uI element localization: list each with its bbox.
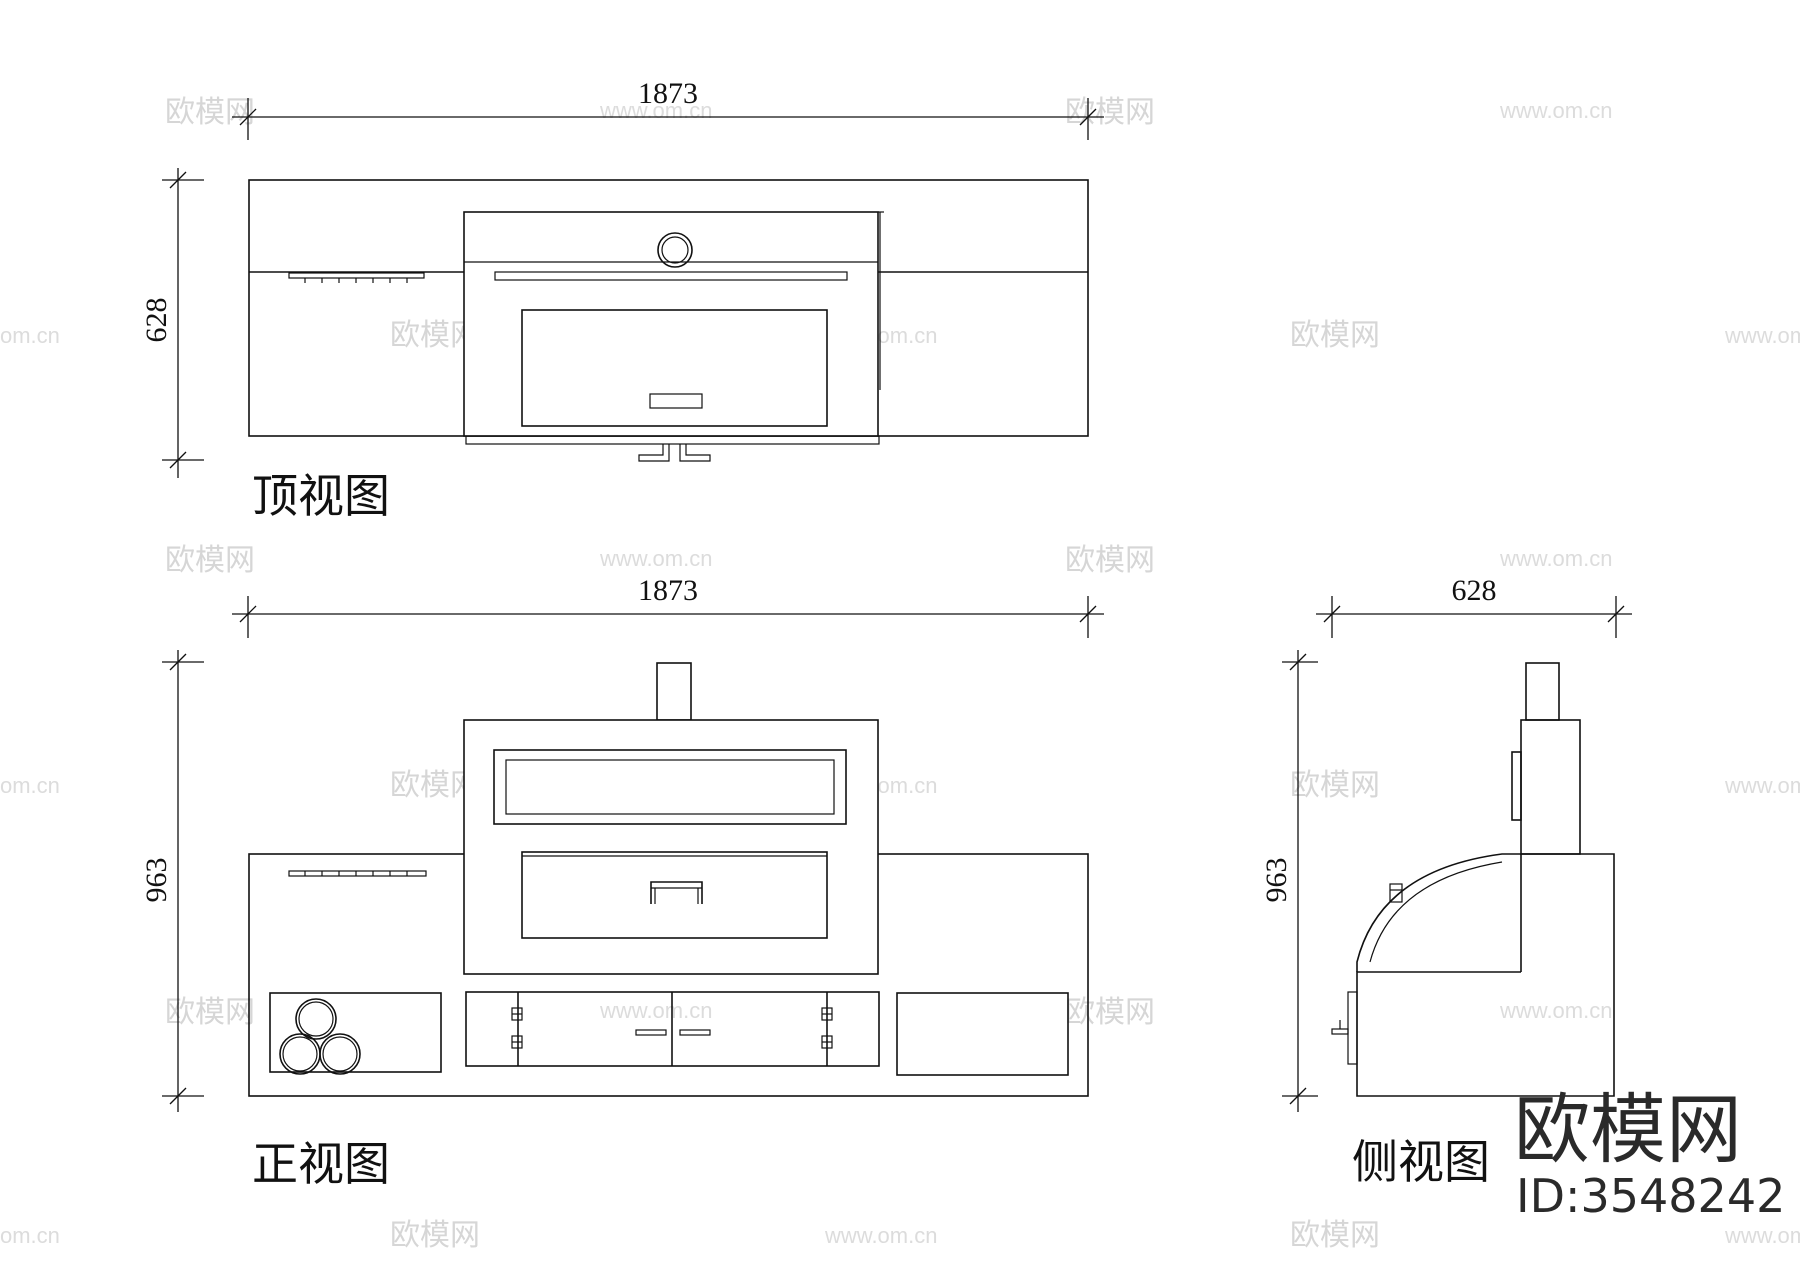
side-view-counter-outline: [1356, 853, 1615, 1097]
front-view-oven-window: [505, 759, 835, 815]
watermark-url: www.om.cn: [599, 546, 712, 571]
top-view-door-handle: [649, 393, 703, 409]
watermark-url: www.om.cn: [1499, 546, 1612, 571]
front-view-width-label: 1873: [638, 574, 698, 607]
front-view-label: 正视图: [252, 1137, 390, 1191]
front-view-cabinet-handle-right: [679, 1029, 711, 1036]
front-view-rail-hooks: [304, 871, 408, 876]
side-view-oven-dome: [1356, 853, 1521, 972]
front-view-utensil-rail: [288, 870, 427, 877]
side-view-vent: [1511, 751, 1522, 821]
top-view-oven-lip: [494, 271, 848, 281]
front-view-log-icon: [319, 1033, 361, 1075]
side-view: 628 963 侧视图: [1260, 574, 1632, 1189]
front-view-cabinet-handle-left: [635, 1029, 667, 1036]
top-view-depth-dimension: 628: [140, 168, 204, 478]
side-view-door-handle: [1331, 1028, 1349, 1035]
front-view-width-dimension: 1873: [232, 574, 1104, 638]
front-view-height-label: 963: [140, 858, 173, 903]
side-view-height-label: 963: [1260, 858, 1293, 903]
side-view-chimney: [1525, 662, 1560, 721]
side-view-thermometer: [1389, 883, 1403, 903]
watermark-cn: 欧模网: [1290, 769, 1380, 802]
front-view-right-cabinet: [896, 992, 1069, 1076]
top-view-rail-hooks: [304, 278, 408, 283]
watermark-url: www.om: [1724, 1223, 1800, 1248]
brand-name: 欧模网: [1514, 1085, 1742, 1174]
side-view-rear-column: [1520, 719, 1581, 855]
top-view-ash-tray: [465, 435, 880, 445]
side-view-label: 侧视图: [1352, 1135, 1490, 1189]
front-view-oven-body: [463, 719, 879, 975]
watermark-cn: 欧模网: [1290, 1219, 1380, 1252]
front-view-height-dimension: 963: [140, 650, 204, 1112]
watermark-cn: 欧模网: [390, 1219, 480, 1252]
front-view-oven-window-frame: [493, 749, 847, 825]
side-view-door-edge: [1347, 991, 1358, 1065]
watermark-url: www.om.cn: [1499, 998, 1612, 1023]
watermark-cn: 欧模网: [1065, 96, 1155, 129]
watermark-cn: 欧模网: [165, 544, 255, 577]
front-view-log-storage: [269, 992, 442, 1073]
watermark-layer: 欧模网 www.om.cn 欧模网 www.om.cn om.cn 欧模网 ww…: [0, 96, 1800, 1252]
top-view-width-dimension: 1873: [232, 77, 1104, 140]
side-view-width-dimension: 628: [1316, 574, 1632, 638]
front-view-oven-door: [521, 851, 828, 939]
side-view-width-label: 628: [1452, 574, 1497, 607]
top-view-utensil-rail: [288, 272, 425, 279]
brand-id: ID:3548242: [1516, 1169, 1785, 1223]
watermark-url: om.cn: [0, 323, 60, 348]
front-view-hinges: [511, 1007, 833, 1049]
top-view-oven-door: [521, 309, 828, 427]
watermark-cn: 欧模网: [1065, 996, 1155, 1029]
watermark-url: www.om: [1724, 323, 1800, 348]
top-view-width-label: 1873: [638, 77, 698, 110]
top-view-left-foot: [638, 444, 670, 462]
front-view: 1873 963: [140, 574, 1104, 1191]
top-view-chimney-icon: [657, 232, 693, 268]
front-view-door-handle: [650, 881, 703, 904]
watermark-cn: 欧模网: [165, 996, 255, 1029]
top-view-right-foot: [679, 444, 711, 462]
watermark-url: www.om.cn: [599, 998, 712, 1023]
front-view-log-icon: [279, 1033, 321, 1075]
side-view-height-dimension: 963: [1260, 650, 1318, 1112]
watermark-cn: 欧模网: [1065, 544, 1155, 577]
watermark-url: om.cn: [0, 773, 60, 798]
watermark-url: www.om: [1724, 773, 1800, 798]
top-view: 1873 628: [140, 77, 1104, 523]
watermark-cn: 欧模网: [1290, 319, 1380, 352]
top-view-label: 顶视图: [252, 469, 390, 523]
watermark-url: www.om.cn: [599, 98, 712, 123]
watermark-url: www.om.cn: [824, 1223, 937, 1248]
watermark-cn: 欧模网: [165, 96, 255, 129]
top-view-depth-label: 628: [140, 298, 173, 343]
front-view-chimney: [656, 662, 692, 721]
brand-stamp: 欧模网 ID:3548242: [1514, 1085, 1785, 1223]
watermark-url: om.cn: [0, 1223, 60, 1248]
front-view-log-icon: [295, 998, 337, 1040]
top-view-oven-body: [463, 211, 879, 437]
watermark-url: www.om.cn: [1499, 98, 1612, 123]
